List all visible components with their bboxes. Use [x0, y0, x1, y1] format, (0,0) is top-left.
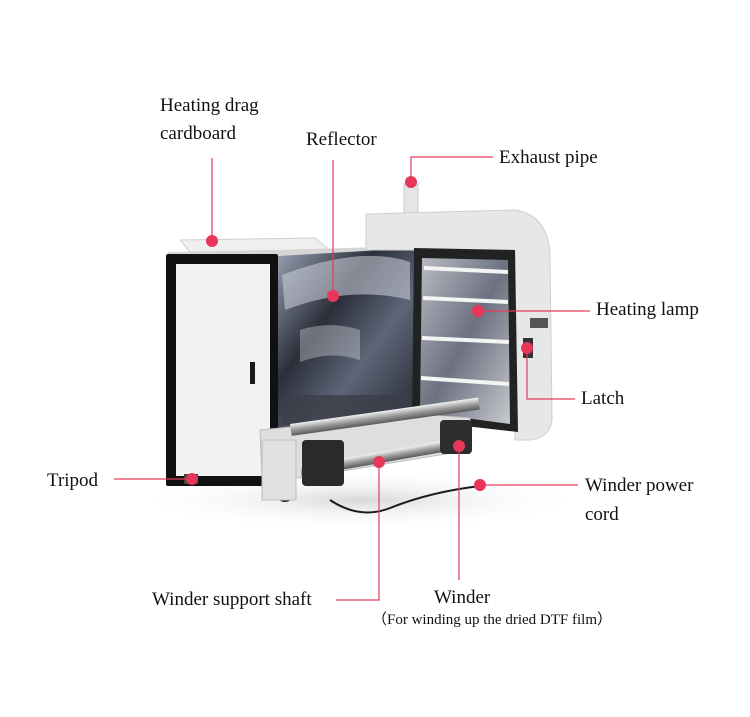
leader-exhaust [411, 157, 493, 182]
dot-tripod [186, 473, 198, 485]
dot-heating-drag [206, 235, 218, 247]
label-heating-drag-line2: cardboard [160, 120, 236, 148]
dot-reflector [327, 290, 339, 302]
winder-left-plate [262, 440, 296, 500]
label-reflector: Reflector [306, 126, 377, 154]
exhaust-pipe [404, 184, 418, 216]
label-winder-power-line1: Winder power [585, 472, 693, 500]
dot-heating-lamp [472, 305, 484, 317]
label-winder: Winder [434, 584, 490, 612]
label-latch: Latch [581, 385, 624, 413]
dot-winder [453, 440, 465, 452]
label-heating-lamp: Heating lamp [596, 296, 699, 324]
label-winder-support-shaft: Winder support shaft [152, 586, 312, 614]
dot-exhaust [405, 176, 417, 188]
label-tripod: Tripod [47, 467, 98, 495]
label-winder-power-line2: cord [585, 501, 619, 529]
side-vent [530, 318, 548, 328]
winder-motor [302, 440, 344, 486]
side-handle [250, 362, 255, 384]
dot-winder-power [474, 479, 486, 491]
label-exhaust-pipe: Exhaust pipe [499, 144, 598, 172]
dryer-machine [166, 184, 552, 513]
side-panel [176, 264, 270, 476]
dot-winder-support [373, 456, 385, 468]
label-winder-note: （For winding up the dried DTF film） [372, 610, 612, 630]
label-heating-drag-line1: Heating drag [160, 92, 259, 120]
dot-latch [521, 342, 533, 354]
